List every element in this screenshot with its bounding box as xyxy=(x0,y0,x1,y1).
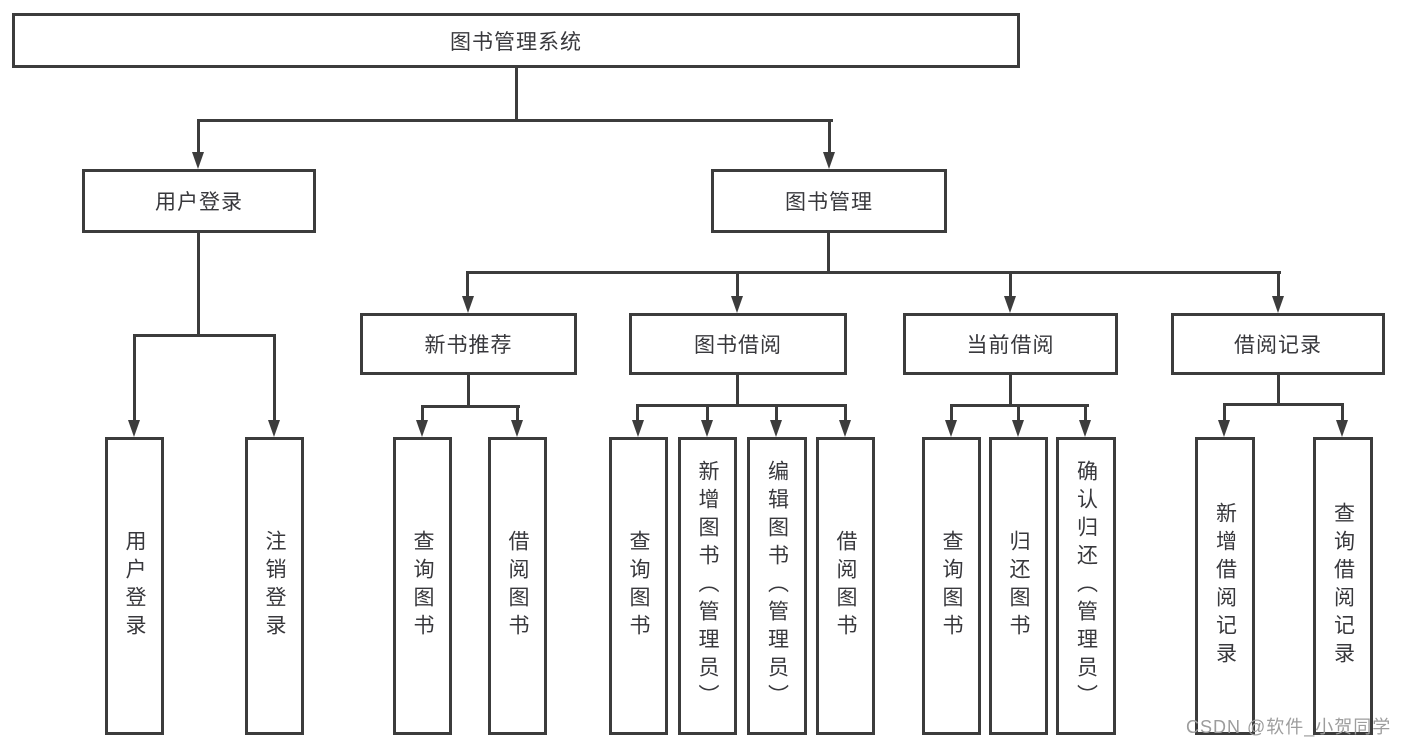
arrowhead-add-books xyxy=(701,420,713,437)
connector-drop-borrow-books xyxy=(844,404,847,422)
node-user-login: 用户登录 xyxy=(82,169,316,233)
connector-new-book-rec-stem xyxy=(467,375,470,408)
leaf-add-borrow-record: 新增借阅记录 xyxy=(1195,437,1255,735)
node-label: 确认归还（管理员） xyxy=(1074,460,1098,712)
connector-root-stem xyxy=(515,68,518,121)
connector-drop-logout-leaf xyxy=(273,334,276,422)
leaf-search-books-borrow: 查询图书 xyxy=(609,437,668,735)
leaf-borrow-books-rec: 借阅图书 xyxy=(488,437,547,735)
node-label: 归还图书 xyxy=(1007,530,1031,642)
arrowhead-confirm-return xyxy=(1079,420,1091,437)
node-label: 借阅图书 xyxy=(834,530,858,642)
leaf-user-login: 用户登录 xyxy=(105,437,164,735)
node-label: 图书管理 xyxy=(785,191,873,214)
node-label: 当前借阅 xyxy=(966,334,1055,357)
connector-book-management-crossbar xyxy=(466,271,1281,274)
connector-current-borrowing-stem xyxy=(1009,375,1012,407)
node-book-borrowing: 图书借阅 xyxy=(629,313,847,375)
leaf-search-borrow-record: 查询借阅记录 xyxy=(1313,437,1373,735)
arrowhead-borrowing-records xyxy=(1272,296,1284,313)
arrowhead-search-record xyxy=(1336,420,1348,437)
arrowhead-borrow-books xyxy=(839,420,851,437)
node-label: 图书管理系统 xyxy=(450,30,582,54)
connector-drop-search-record xyxy=(1341,403,1344,422)
node-label: 借阅记录 xyxy=(1234,334,1322,357)
connector-root-crossbar xyxy=(197,119,833,122)
node-label: 图书借阅 xyxy=(694,334,782,357)
leaf-edit-books-admin: 编辑图书（管理员） xyxy=(747,437,807,735)
connector-drop-return-books xyxy=(1017,404,1020,422)
connector-drop-search-books-current xyxy=(950,404,953,422)
arrowhead-edit-books xyxy=(770,420,782,437)
connector-drop-confirm-return xyxy=(1084,404,1087,422)
connector-drop-user-login xyxy=(197,119,200,155)
arrowhead-new-book-rec xyxy=(462,296,474,313)
connector-drop-search-books-borrow xyxy=(636,404,639,422)
leaf-search-books-current: 查询图书 xyxy=(922,437,981,735)
arrowhead-book-management xyxy=(823,152,835,169)
node-new-book-recommendation: 新书推荐 xyxy=(360,313,577,375)
arrowhead-current-borrowing xyxy=(1004,296,1016,313)
connector-drop-current-borrowing xyxy=(1009,271,1012,298)
connector-drop-book-management xyxy=(828,119,831,155)
connector-drop-edit-books xyxy=(775,404,778,422)
node-label: 新增图书（管理员） xyxy=(696,460,720,712)
node-label: 注销登录 xyxy=(263,530,287,642)
connector-book-borrowing-crossbar xyxy=(636,404,847,407)
arrowhead-add-record xyxy=(1218,420,1230,437)
arrowhead-book-borrowing xyxy=(731,296,743,313)
node-current-borrowing: 当前借阅 xyxy=(903,313,1118,375)
connector-drop-add-record xyxy=(1223,403,1226,422)
csdn-watermark: CSDN @软件_小贺同学 xyxy=(1186,717,1392,737)
connector-user-login-stem xyxy=(197,233,200,337)
connector-book-management-stem xyxy=(827,233,830,274)
connector-borrowing-records-stem xyxy=(1277,375,1280,406)
connector-drop-login-leaf xyxy=(133,334,136,422)
leaf-return-books: 归还图书 xyxy=(989,437,1048,735)
arrowhead-login-leaf xyxy=(128,420,140,437)
node-label: 用户登录 xyxy=(123,530,147,642)
arrowhead-search-books-current xyxy=(945,420,957,437)
node-label: 查询图书 xyxy=(627,530,651,642)
leaf-logout: 注销登录 xyxy=(245,437,304,735)
node-label: 新增借阅记录 xyxy=(1213,502,1237,670)
connector-drop-add-books xyxy=(706,404,709,422)
connector-drop-borrowing-records xyxy=(1277,271,1280,298)
arrowhead-return-books xyxy=(1012,420,1024,437)
node-label: 查询图书 xyxy=(411,530,435,642)
leaf-borrow-books: 借阅图书 xyxy=(816,437,875,735)
connector-drop-search-books-rec xyxy=(421,405,424,422)
arrowhead-search-books-borrow xyxy=(632,420,644,437)
node-label: 查询图书 xyxy=(940,530,964,642)
connector-drop-book-borrowing xyxy=(736,271,739,298)
arrowhead-logout-leaf xyxy=(268,420,280,437)
connector-book-borrowing-stem xyxy=(736,375,739,407)
node-book-management: 图书管理 xyxy=(711,169,947,233)
node-label: 查询借阅记录 xyxy=(1331,502,1355,670)
node-label: 用户登录 xyxy=(155,191,243,214)
connector-borrowing-records-crossbar xyxy=(1223,403,1344,406)
node-borrowing-records: 借阅记录 xyxy=(1171,313,1385,375)
connector-drop-borrow-books-rec xyxy=(516,405,519,422)
connector-new-book-rec-crossbar xyxy=(421,405,520,408)
node-label: 借阅图书 xyxy=(506,530,530,642)
arrowhead-user-login xyxy=(192,152,204,169)
connector-user-login-crossbar xyxy=(133,334,276,337)
node-label: 编辑图书（管理员） xyxy=(765,460,789,712)
arrowhead-search-books-rec xyxy=(416,420,428,437)
leaf-add-books-admin: 新增图书（管理员） xyxy=(678,437,737,735)
leaf-search-books-rec: 查询图书 xyxy=(393,437,452,735)
node-library-management-system: 图书管理系统 xyxy=(12,13,1020,68)
leaf-confirm-return-admin: 确认归还（管理员） xyxy=(1056,437,1116,735)
connector-drop-new-book-rec xyxy=(466,271,469,298)
node-label: 新书推荐 xyxy=(424,334,513,357)
arrowhead-borrow-books-rec xyxy=(511,420,523,437)
